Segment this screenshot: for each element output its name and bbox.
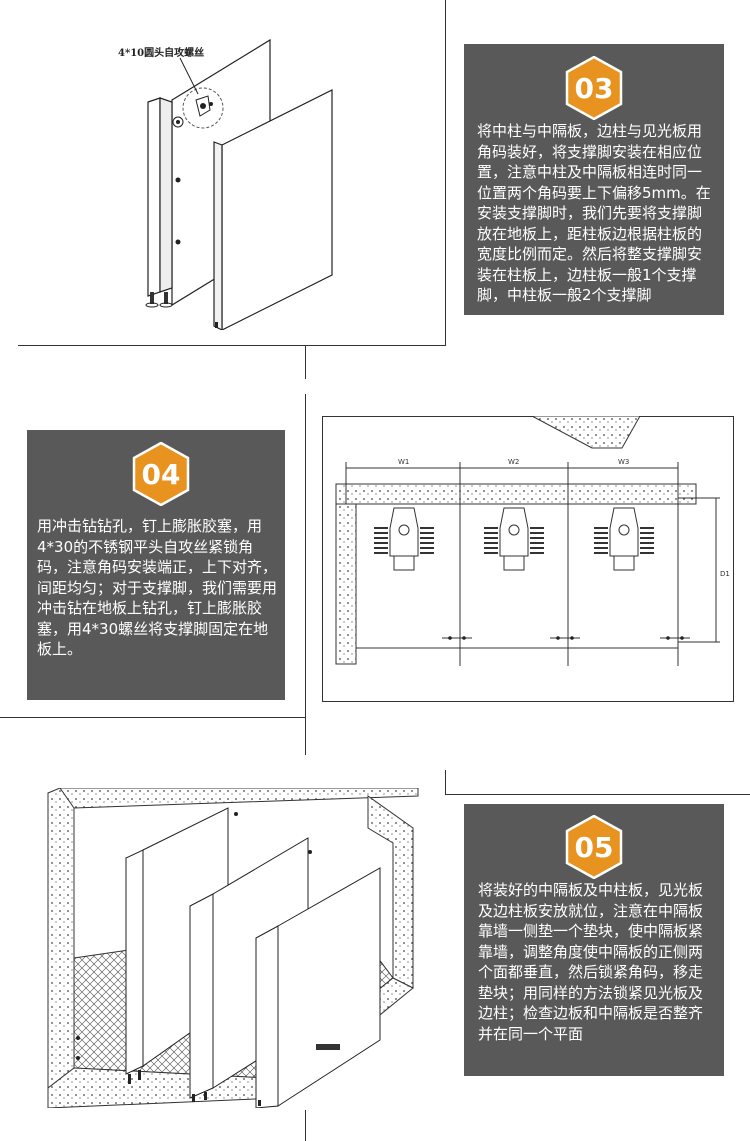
floor-plan-illustration: W1 W2 W3 D1: [322, 416, 734, 702]
step-number: 05: [574, 830, 614, 864]
step-number: 04: [141, 457, 181, 491]
divider-line: [305, 1110, 306, 1141]
step-05-section: 05 将装好的中隔板及中柱板，见光板及边柱板安放就位，注意在中隔板靠墙一侧垫一个…: [0, 770, 750, 1141]
step-number: 03: [574, 71, 614, 105]
divider-line: [305, 345, 306, 379]
installed-cubicles-illustration: [18, 788, 438, 1108]
divider-line: [445, 770, 446, 794]
step-04-section: 04 用冲击钻钻孔，钉上膨胀胶塞，用4*30的不锈钢平头自攻丝紧锁角码，注意角码…: [0, 380, 750, 770]
squat-toilet-icon: [484, 507, 544, 571]
step-description: 将中柱与中隔板，边柱与见光板用角码装好，将支撑脚安装在相应位置，注意中柱及中隔板…: [477, 122, 711, 304]
partition-assembly-illustration: [100, 30, 360, 330]
dim-label-w2: W2: [508, 458, 519, 466]
screw-label: 4*10圆头自攻螺丝: [118, 48, 205, 59]
hexagon-icon: [132, 442, 190, 506]
step-description: 将装好的中隔板及中柱板，见光板及边柱板安放就位，注意在中隔板靠墙一侧垫一个垫块，…: [478, 881, 704, 1043]
hexagon-icon: [565, 56, 623, 120]
divider-line: [0, 717, 305, 718]
step-number-badge: 05: [565, 815, 623, 879]
step-number-badge: 04: [132, 442, 190, 506]
step-number-badge: 03: [565, 56, 623, 120]
step-04-card: 04 用冲击钻钻孔，钉上膨胀胶塞，用4*30的不锈钢平头自攻丝紧锁角码，注意角码…: [27, 430, 285, 700]
divider-line: [305, 394, 306, 755]
dim-label-w1: W1: [398, 458, 409, 466]
squat-toilet-icon: [594, 507, 654, 571]
step-description: 用冲击钻钻孔，钉上膨胀胶塞，用4*30的不锈钢平头自攻丝紧锁角码，注意角码安装端…: [37, 517, 278, 658]
dim-label-w3: W3: [618, 458, 629, 466]
dim-label-d1: D1: [720, 570, 730, 578]
divider-line: [445, 794, 750, 795]
hexagon-icon: [565, 815, 623, 879]
step-05-card: 05 将装好的中隔板及中柱板，见光板及边柱板安放就位，注意在中隔板靠墙一侧垫一个…: [464, 804, 724, 1076]
step-03-card: 03 将中柱与中隔板，边柱与见光板用角码装好，将支撑脚安装在相应位置，注意中柱及…: [464, 44, 724, 315]
squat-toilet-icon: [374, 507, 434, 571]
divider-line: [445, 0, 446, 345]
step-03-section: 4*10圆头自攻螺丝 03 将中柱与中隔板，边柱与见光板用角码装好，将支撑脚安装…: [0, 0, 750, 380]
divider-line: [18, 345, 446, 346]
